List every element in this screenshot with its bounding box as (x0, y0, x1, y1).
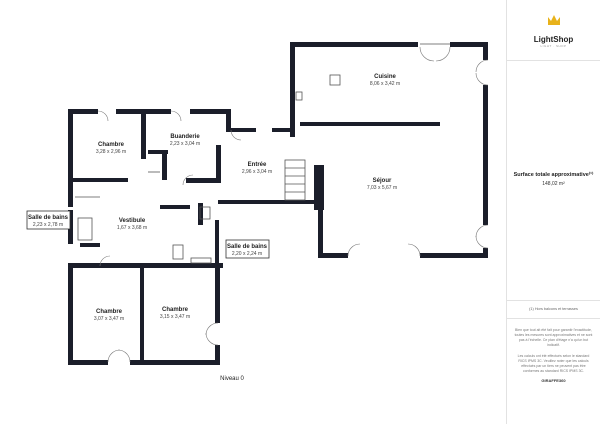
room-name-buanderie: Buanderie (170, 134, 200, 140)
footer-brand: GIRAFFE360 (541, 378, 566, 383)
room-dim-sdb-1: 2,23 x 2,78 m (33, 222, 63, 228)
level-label: Niveau 0 (220, 376, 244, 382)
disclaimer-1: Bien que tout ait été fait pour garantir… (514, 328, 593, 347)
surface-section: Surface totale approximative⁽¹⁾ 148,02 m… (507, 60, 600, 301)
exterior-walls (68, 42, 488, 365)
brand-name: LightShop (533, 35, 574, 44)
room-name-sdb-1: Salle de bains (28, 215, 69, 221)
surface-title: Surface totale approximative⁽¹⁾ (513, 172, 594, 178)
logo-section: LightShop LIGHT · SHOP (507, 0, 600, 61)
footnote-section: (1) Hors balcons et terrasses (507, 300, 600, 319)
info-panel: LightShop LIGHT · SHOP Surface totale ap… (506, 0, 600, 424)
room-name-chambre-2: Chambre (96, 309, 123, 315)
floor-plan: Cuisine 8,06 x 3,42 m Chambre 3,28 x 2,9… (26, 42, 489, 382)
disclaimer-2: Les calculs ont été effectués selon le s… (517, 354, 590, 373)
room-dim-cuisine: 8,06 x 3,42 m (370, 81, 400, 87)
room-dim-chambre-2: 3,07 x 3,47 m (94, 316, 124, 322)
room-name-chambre-1: Chambre (98, 142, 125, 148)
disclaimer-section: Bien que tout ait été fait pour garantir… (507, 318, 600, 424)
room-dim-vestibule: 1,67 x 3,68 m (117, 225, 147, 231)
room-dim-entree: 2,96 x 3,04 m (242, 169, 272, 175)
room-name-chambre-3: Chambre (162, 307, 189, 313)
brand-subtitle: LIGHT · SHOP (540, 44, 567, 48)
room-name-sejour: Séjour (373, 178, 392, 184)
room-dim-chambre-3: 3,15 x 3,47 m (160, 314, 190, 320)
footnote: (1) Hors balcons et terrasses (529, 307, 578, 311)
room-dim-buanderie: 2,23 x 3,04 m (170, 141, 200, 147)
room-label-box-sdb-2 (225, 239, 270, 259)
room-dim-sejour: 7,03 x 5,67 m (367, 185, 397, 191)
surface-value: 148,02 m² (542, 181, 565, 187)
room-name-sdb-2: Salle de bains (227, 244, 268, 250)
room-dim-sdb-2: 2,20 x 2,24 m (232, 251, 262, 257)
room-name-vestibule: Vestibule (119, 218, 146, 224)
room-dim-chambre-1: 3,28 x 2,96 m (96, 149, 126, 155)
room-name-entree: Entrée (248, 162, 267, 168)
room-label-box-sdb-1 (26, 210, 71, 230)
crown-icon (547, 15, 560, 25)
interior-details (75, 43, 489, 363)
room-name-cuisine: Cuisine (374, 74, 396, 80)
